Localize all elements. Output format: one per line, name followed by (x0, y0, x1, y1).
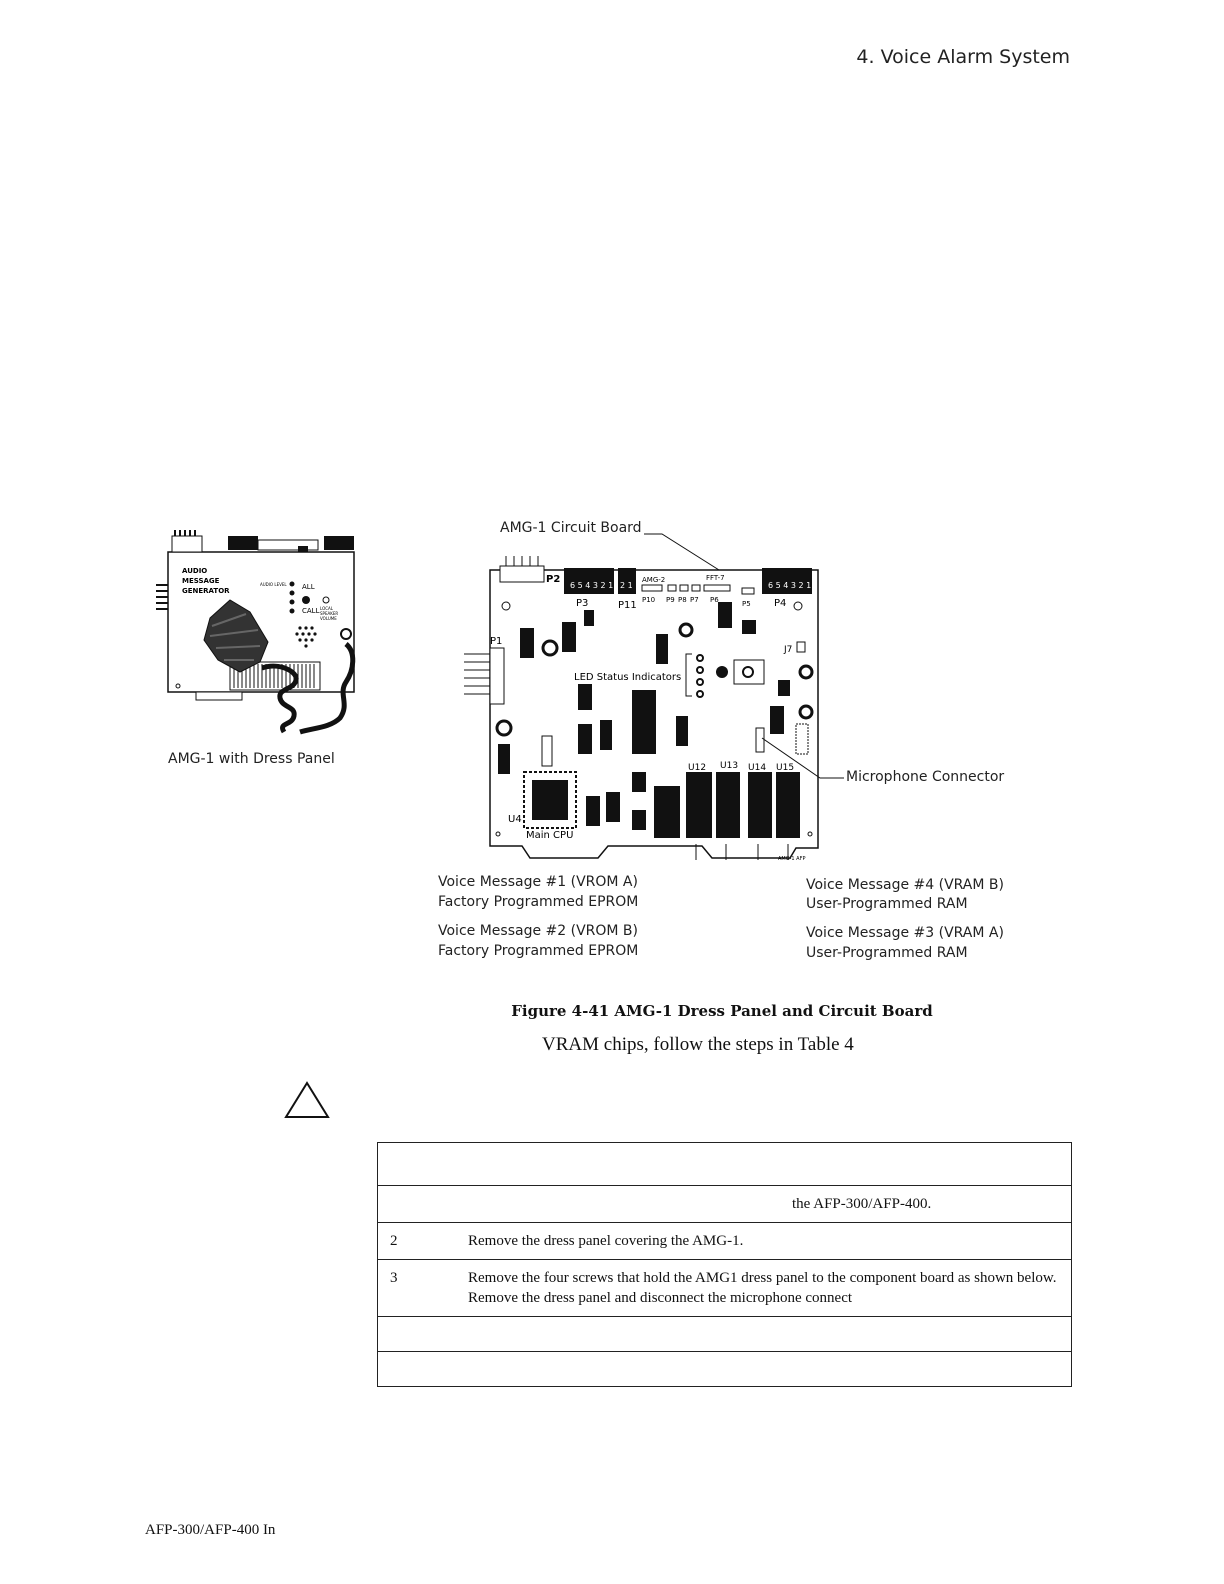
svg-text:P6: P6 (710, 596, 719, 604)
svg-text:P5: P5 (742, 600, 751, 608)
section-header: 4. Voice Alarm System (856, 46, 1070, 68)
cpu-ref: U4 (508, 814, 522, 825)
table-row (377, 1351, 1072, 1387)
step-text (456, 1351, 1072, 1387)
circuit-board-illustration: P2 6 5 4 3 2 1 P3 2 1 P11 AMG-2 P10 P9 P… (464, 533, 844, 860)
svg-text:AMG-2: AMG-2 (642, 576, 665, 584)
led-label-audio: AUDIO LEVEL (260, 582, 287, 587)
svg-text:P7: P7 (690, 596, 699, 604)
callout-vm2-line1: Voice Message #2 (VROM B) (438, 923, 638, 939)
microphone-connector-label: Microphone Connector (846, 769, 1005, 785)
svg-text:P8: P8 (678, 596, 687, 604)
step-text: Remove the dress panel covering the AMG-… (456, 1222, 1072, 1260)
step-number (377, 1316, 456, 1352)
conn-p11: P11 (618, 600, 637, 611)
svg-text:6 5 4 3 2 1: 6 5 4 3 2 1 (570, 581, 613, 590)
board-title: AMG-1 Circuit Board (500, 520, 642, 536)
table-row: 3 Remove the four screws that hold the A… (377, 1259, 1072, 1317)
dress-panel-caption: AMG-1 with Dress Panel (168, 751, 335, 767)
step-text: the AFP-300/AFP-400. (456, 1185, 1072, 1223)
button-label-call: CALL (302, 607, 320, 615)
callout-vm2-line2: Factory Programmed EPROM (438, 943, 639, 959)
step-number (377, 1351, 456, 1387)
conn-p1: P1 (490, 636, 502, 647)
panel-text-message: MESSAGE (182, 577, 220, 585)
dress-panel-illustration: AUDIO MESSAGE GENERATOR AUDIO LEVEL ALL … (156, 530, 356, 735)
led-status-label: LED Status Indicators (574, 672, 681, 683)
svg-text:AMG-1 AFP: AMG-1 AFP (778, 856, 806, 860)
svg-text:2 1: 2 1 (620, 581, 633, 590)
conn-p3: P3 (576, 598, 588, 609)
svg-text:P9: P9 (666, 596, 675, 604)
table-row: 2 Remove the dress panel covering the AM… (377, 1222, 1072, 1260)
intro-text: VRAM chips, follow the steps in Table 4 (542, 1034, 854, 1055)
chip-u12: U12 (688, 763, 706, 773)
table-row (377, 1142, 1072, 1186)
step-text (456, 1142, 1072, 1186)
step-number (377, 1142, 456, 1186)
page-footer: AFP-300/AFP-400 In (145, 1522, 276, 1538)
table-row: the AFP-300/AFP-400. (377, 1185, 1072, 1223)
steps-table: the AFP-300/AFP-400. 2 Remove the dress … (377, 1142, 1072, 1387)
callout-vm3-line2: User-Programmed RAM (806, 945, 968, 961)
step-text: Remove the four screws that hold the AMG… (456, 1259, 1072, 1317)
svg-text:SPEAKER: SPEAKER (320, 611, 338, 616)
button-label-all: ALL (302, 583, 315, 591)
step-number: 2 (377, 1222, 456, 1260)
figure-caption: Figure 4-41 AMG-1 Dress Panel and Circui… (511, 1002, 933, 1020)
chip-u13: U13 (720, 761, 738, 771)
step-number: 3 (377, 1259, 456, 1317)
step-number (377, 1185, 456, 1223)
callout-vm1-line2: Factory Programmed EPROM (438, 894, 639, 910)
callout-vm1-line1: Voice Message #1 (VROM A) (438, 874, 638, 890)
callout-vm3-line1: Voice Message #3 (VRAM A) (806, 925, 1004, 941)
conn-p4: P4 (774, 598, 786, 609)
svg-text:P10: P10 (642, 596, 655, 604)
panel-text-audio: AUDIO (182, 567, 207, 575)
svg-text:LOCAL: LOCAL (320, 606, 334, 611)
warning-triangle-icon (284, 1081, 330, 1118)
conn-p2: P2 (546, 574, 560, 585)
callout-vm4-line1: Voice Message #4 (VRAM B) (806, 877, 1004, 893)
table-row (377, 1316, 1072, 1352)
chip-u14: U14 (748, 763, 766, 773)
cpu-label: Main CPU (526, 830, 573, 841)
chip-u15: U15 (776, 763, 794, 773)
conn-j7: J7 (783, 645, 792, 655)
step-text (456, 1316, 1072, 1352)
callout-vm4-line2: User-Programmed RAM (806, 896, 968, 912)
svg-text:6 5 4 3 2 1: 6 5 4 3 2 1 (768, 581, 811, 590)
svg-text:FFT-7: FFT-7 (706, 574, 725, 582)
panel-text-generator: GENERATOR (182, 587, 230, 595)
svg-text:VOLUME: VOLUME (320, 616, 337, 621)
